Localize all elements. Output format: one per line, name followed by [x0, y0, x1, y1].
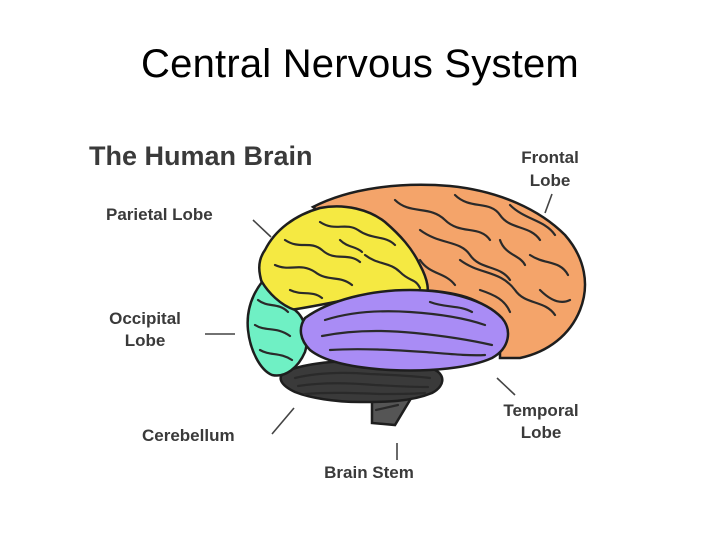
temporal-leader-line [496, 377, 516, 396]
slide-title: Central Nervous System [141, 42, 579, 86]
brain-stem-label: Brain Stem [324, 463, 414, 482]
occipital-label-line2: Lobe [125, 331, 166, 350]
diagram-heading: The Human Brain [89, 141, 313, 171]
occipital-label-line1: Occipital [109, 309, 181, 328]
cerebellum-leader-line [271, 407, 295, 435]
temporal-lobe-region [299, 288, 510, 372]
frontal-label-line1: Frontal [521, 148, 579, 167]
temporal-label-line2: Lobe [521, 423, 562, 442]
cerebellum-label: Cerebellum [142, 426, 235, 445]
parietal-label: Parietal Lobe [106, 205, 213, 224]
temporal-label-line1: Temporal [503, 401, 578, 420]
parietal-leader-line [252, 219, 272, 238]
frontal-label-line2: Lobe [530, 171, 571, 190]
frontal-leader-line [544, 193, 553, 214]
